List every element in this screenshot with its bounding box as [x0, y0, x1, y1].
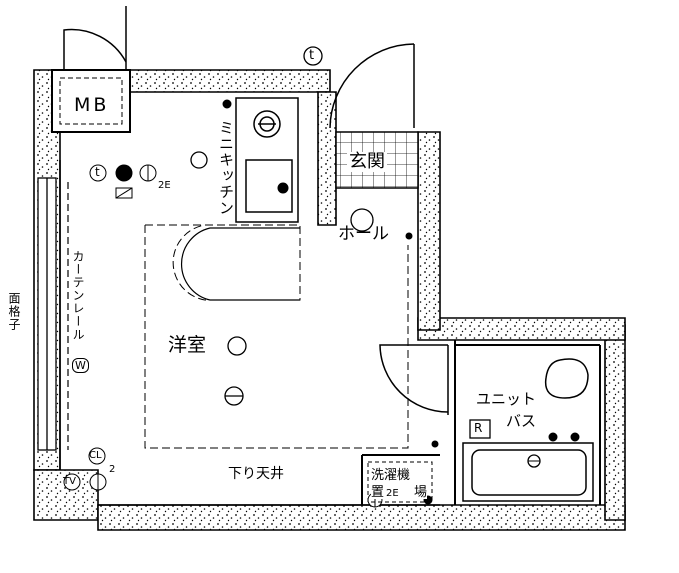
outlet-2e-label-laundry: 2E — [386, 488, 399, 499]
phone-jack-icon — [303, 46, 323, 66]
outlet-2e-label-top: 2E — [158, 180, 171, 191]
laundry-label-2: 置 — [371, 485, 385, 500]
washbasin-icon — [544, 358, 589, 399]
phone-mark-left: t — [95, 165, 100, 179]
laundry-area — [367, 461, 433, 503]
unit-bath-label-2: バス — [506, 412, 537, 430]
ceiling-light-icons — [190, 151, 374, 406]
exterior-walls — [33, 69, 626, 531]
western-room-label: 洋室 — [168, 334, 207, 356]
closet-mark: CL — [89, 450, 102, 461]
mb-door — [63, 6, 127, 70]
outlet-2-label: 2 — [109, 464, 116, 475]
outlet-icons — [63, 99, 580, 508]
bath-door — [379, 344, 449, 415]
kitchen-sink-curve — [180, 227, 300, 301]
mini-kitchen-counter — [235, 97, 299, 223]
lowered-ceiling-outline — [144, 224, 409, 449]
hall-label: ホール — [338, 224, 389, 244]
unit-bath-label-1: ユニット — [476, 390, 537, 408]
laundry-label-1: 洗濯機 — [371, 468, 411, 483]
entrance-label: 玄関 — [347, 151, 387, 172]
refrigerator-mark: R — [474, 421, 483, 435]
bathtub — [462, 442, 594, 502]
lowered-ceiling-label: 下り天井 — [228, 466, 284, 482]
bath-walls — [361, 340, 601, 505]
refrigerator-box — [469, 419, 491, 439]
mb-closet — [51, 69, 131, 133]
window-left — [37, 177, 57, 451]
lattice-label: 面格子 — [7, 292, 21, 331]
curtain-rail-label: カーテンレール — [71, 250, 85, 341]
phone-mark-top: t — [309, 48, 315, 63]
laundry-label-3: 場 — [414, 485, 428, 500]
tv-mark: TV — [63, 476, 76, 487]
room-outline — [59, 160, 440, 506]
entrance-door — [329, 43, 415, 129]
curtain-rail-mark: W — [72, 358, 89, 373]
kitchen-label: ミニキッチン — [217, 120, 235, 216]
mb-label: MB — [74, 94, 110, 116]
